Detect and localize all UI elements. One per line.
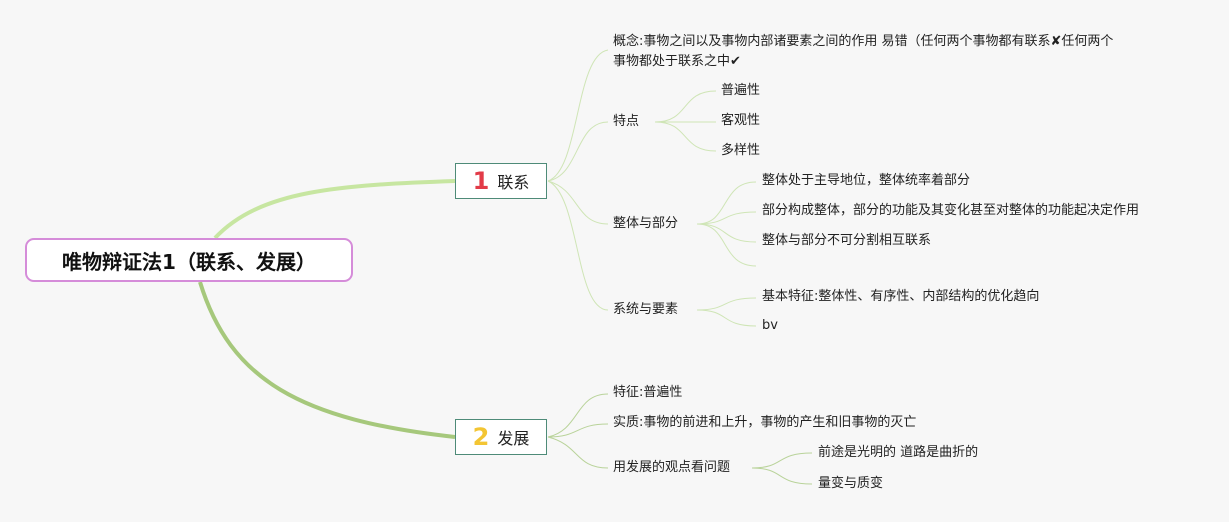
feature-item[interactable]: 客观性 (721, 113, 761, 128)
concept-node[interactable]: 概念:事物之间以及事物内部诸要素之间的作用 易错（任何两个事物都有联系✘任何两个… (613, 34, 1114, 69)
whole-part-item[interactable]: 部分构成整体，部分的功能及其变化甚至对整体的功能起决定作用 (762, 203, 1140, 218)
link-root-lianxi (213, 179, 456, 240)
feature-item[interactable]: 多样性 (721, 143, 761, 158)
system-item[interactable]: 基本特征:整体性、有序性、内部结构的优化趋向 (762, 289, 1040, 304)
priority-1-icon: 1 (472, 167, 490, 195)
development-view-item[interactable]: 前途是光明的 道路是曲折的 (818, 445, 979, 460)
root-topic[interactable]: 唯物辩证法1（联系、发展） (25, 238, 353, 282)
system-item[interactable]: bv (762, 318, 778, 333)
development-view-node[interactable]: 用发展的观点看问题 (613, 460, 731, 475)
priority-2-icon: 2 (472, 423, 490, 451)
system-node[interactable]: 系统与要素 (613, 302, 679, 317)
branch-lianxi-label: 联系 (497, 173, 530, 192)
branch-lianxi[interactable]: 1 联系 (455, 163, 547, 199)
link-root-fazhan (198, 281, 456, 439)
features-node[interactable]: 特点 (613, 114, 640, 129)
branch-fazhan-label: 发展 (497, 429, 530, 448)
whole-part-item[interactable]: 整体处于主导地位，整体统率着部分 (762, 173, 971, 188)
whole-part-item[interactable]: 整体与部分不可分割相互联系 (762, 233, 932, 248)
feature-universal-node[interactable]: 特征:普遍性 (613, 385, 683, 400)
whole-part-node[interactable]: 整体与部分 (613, 216, 679, 231)
essence-node[interactable]: 实质:事物的前进和上升，事物的产生和旧事物的灭亡 (613, 415, 917, 430)
branch-fazhan[interactable]: 2 发展 (455, 419, 547, 455)
development-view-item[interactable]: 量变与质变 (818, 476, 884, 491)
feature-item[interactable]: 普遍性 (721, 83, 761, 98)
